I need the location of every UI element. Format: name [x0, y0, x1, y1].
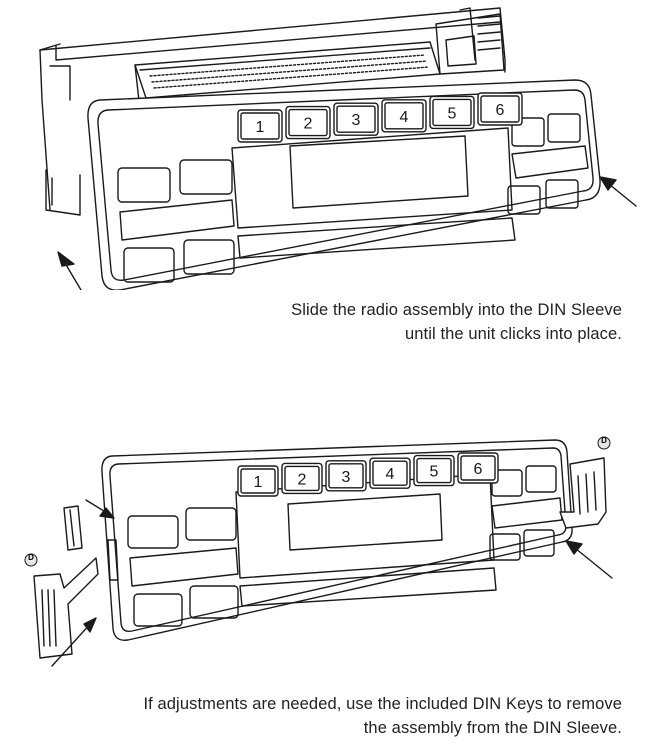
removal-arrow-right	[565, 540, 613, 579]
preset-button-label: 2	[304, 116, 313, 133]
preset-button-label: 5	[430, 464, 439, 481]
preset-button-label: 3	[352, 112, 361, 129]
preset-button-label: 3	[342, 469, 351, 486]
din-key-label-left: D	[28, 553, 34, 562]
preset-button-4: 4	[369, 457, 411, 489]
removal-arrow-left	[51, 617, 97, 667]
preset-button-6: 6	[477, 92, 523, 126]
din-sleeve	[39, 7, 506, 216]
caption-line: If adjustments are needed, use the inclu…	[143, 695, 622, 713]
preset-button-2: 2	[285, 105, 331, 140]
preset-button-label: 4	[386, 466, 395, 483]
preset-button-label: 4	[400, 109, 409, 126]
preset-button-label: 1	[254, 474, 263, 491]
preset-button-1: 1	[237, 109, 283, 143]
preset-button-3: 3	[325, 460, 367, 492]
release-clip	[63, 499, 115, 551]
caption-line: the assembly from the DIN Sleeve.	[363, 719, 622, 737]
preset-buttons: 1 2 3 4 5 6	[237, 92, 523, 143]
radio-removal-illustration: 1 2 3 4 5 6 D D	[0, 420, 653, 690]
preset-buttons: 1 2 3 4 5 6	[237, 452, 499, 497]
radio-faceplate	[87, 79, 601, 291]
instruction-text-remove: If adjustments are needed, use the inclu…	[143, 692, 622, 740]
preset-button-1: 1	[237, 465, 279, 497]
caption-line: Slide the radio assembly into the DIN Sl…	[291, 301, 622, 319]
radio-chassis	[134, 41, 441, 111]
preset-button-5: 5	[429, 95, 475, 130]
preset-button-6: 6	[457, 452, 499, 484]
din-key-label-right: D	[601, 436, 607, 445]
preset-button-label: 1	[256, 119, 265, 136]
din-key-right	[559, 436, 611, 529]
preset-button-2: 2	[281, 462, 323, 495]
preset-button-label: 6	[496, 102, 505, 119]
insertion-arrow-right	[599, 176, 637, 207]
preset-button-label: 5	[448, 105, 457, 122]
instruction-text-insert: Slide the radio assembly into the DIN Sl…	[291, 298, 622, 346]
preset-button-5: 5	[413, 454, 455, 487]
din-key-left	[24, 553, 99, 659]
insertion-arrow-left	[57, 251, 101, 323]
radio-faceplate	[101, 439, 573, 641]
radio-insertion-illustration: 1 2 3 4 5 6	[0, 0, 653, 323]
preset-button-4: 4	[381, 99, 427, 133]
preset-button-3: 3	[333, 102, 379, 136]
preset-button-label: 6	[474, 461, 483, 478]
caption-line: until the unit clicks into place.	[405, 325, 622, 343]
preset-button-label: 2	[298, 471, 307, 488]
